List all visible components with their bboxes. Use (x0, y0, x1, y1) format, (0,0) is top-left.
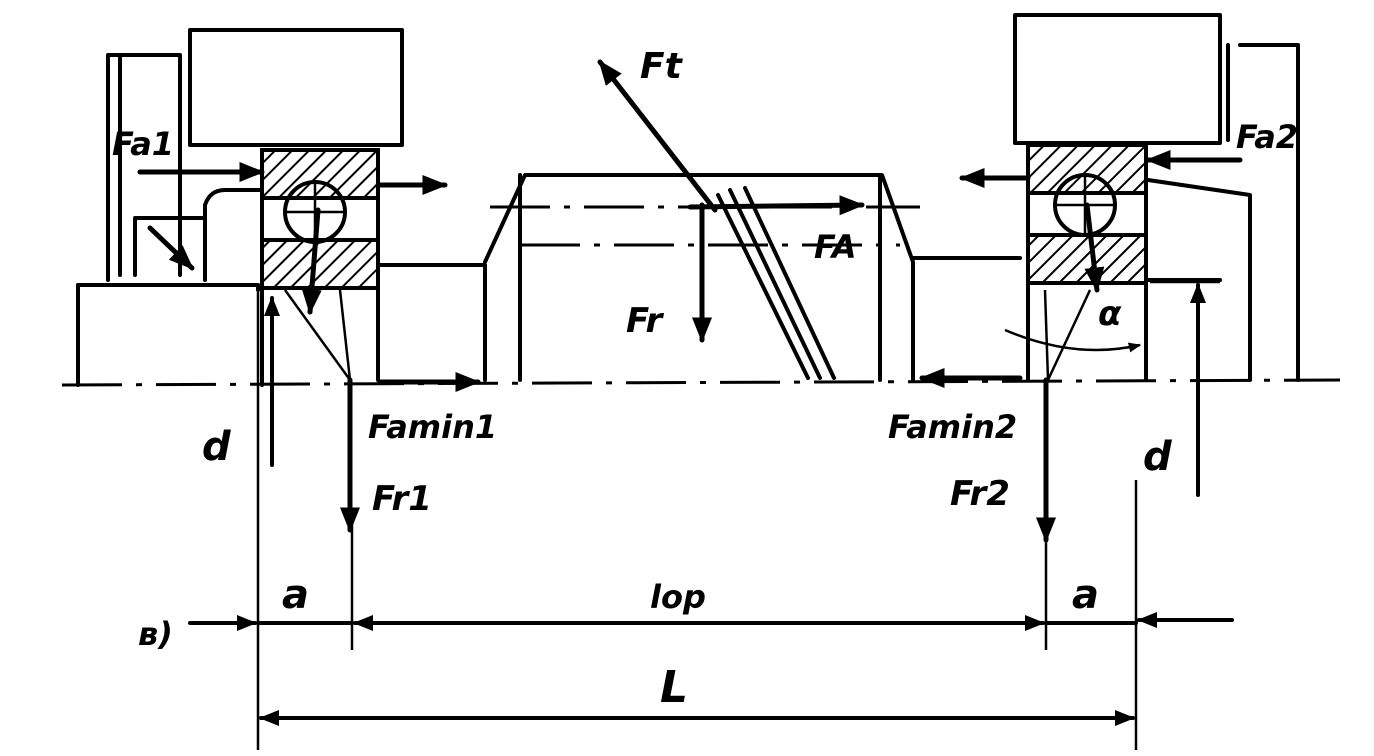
ft-force-arrow (597, 59, 718, 213)
left-shaft-step (376, 263, 487, 382)
a-right-label: a (1072, 572, 1099, 618)
right-housing (1013, 13, 1300, 382)
left-housing (76, 28, 404, 387)
famin2-label: Famin2 (888, 408, 1017, 446)
d-right-label: d (1143, 434, 1172, 480)
left-spacer-arrow (147, 225, 195, 271)
famin1-label: Famin1 (368, 408, 497, 446)
fa2-label: Fa2 (1236, 118, 1298, 156)
right-bearing (1026, 143, 1148, 382)
fr1-label: Fr1 (372, 479, 432, 519)
variant-label: в) (138, 615, 173, 653)
fa-label: FA (814, 228, 857, 266)
alpha-label: α (1098, 294, 1122, 334)
ft-label: Ft (640, 46, 684, 87)
left-contact-line (301, 207, 322, 315)
right-pressure-cone (1043, 289, 1092, 381)
fr-label: Fr (626, 301, 664, 341)
gear-body (483, 173, 915, 382)
d-left-label: d (202, 424, 231, 470)
left-bearing (260, 148, 380, 387)
fr2-label: Fr2 (950, 474, 1010, 514)
alpha-arc (1004, 328, 1142, 353)
a-left-label: a (282, 572, 309, 618)
fa1-label: Fa1 (112, 125, 174, 163)
fa-force-arrow (687, 195, 865, 216)
L-label: L (660, 662, 688, 713)
left-pressure-cone (283, 289, 352, 385)
lop-label: lop (650, 578, 706, 616)
shaft-axis-line (61, 378, 1341, 387)
right-contact-line (1084, 202, 1105, 293)
